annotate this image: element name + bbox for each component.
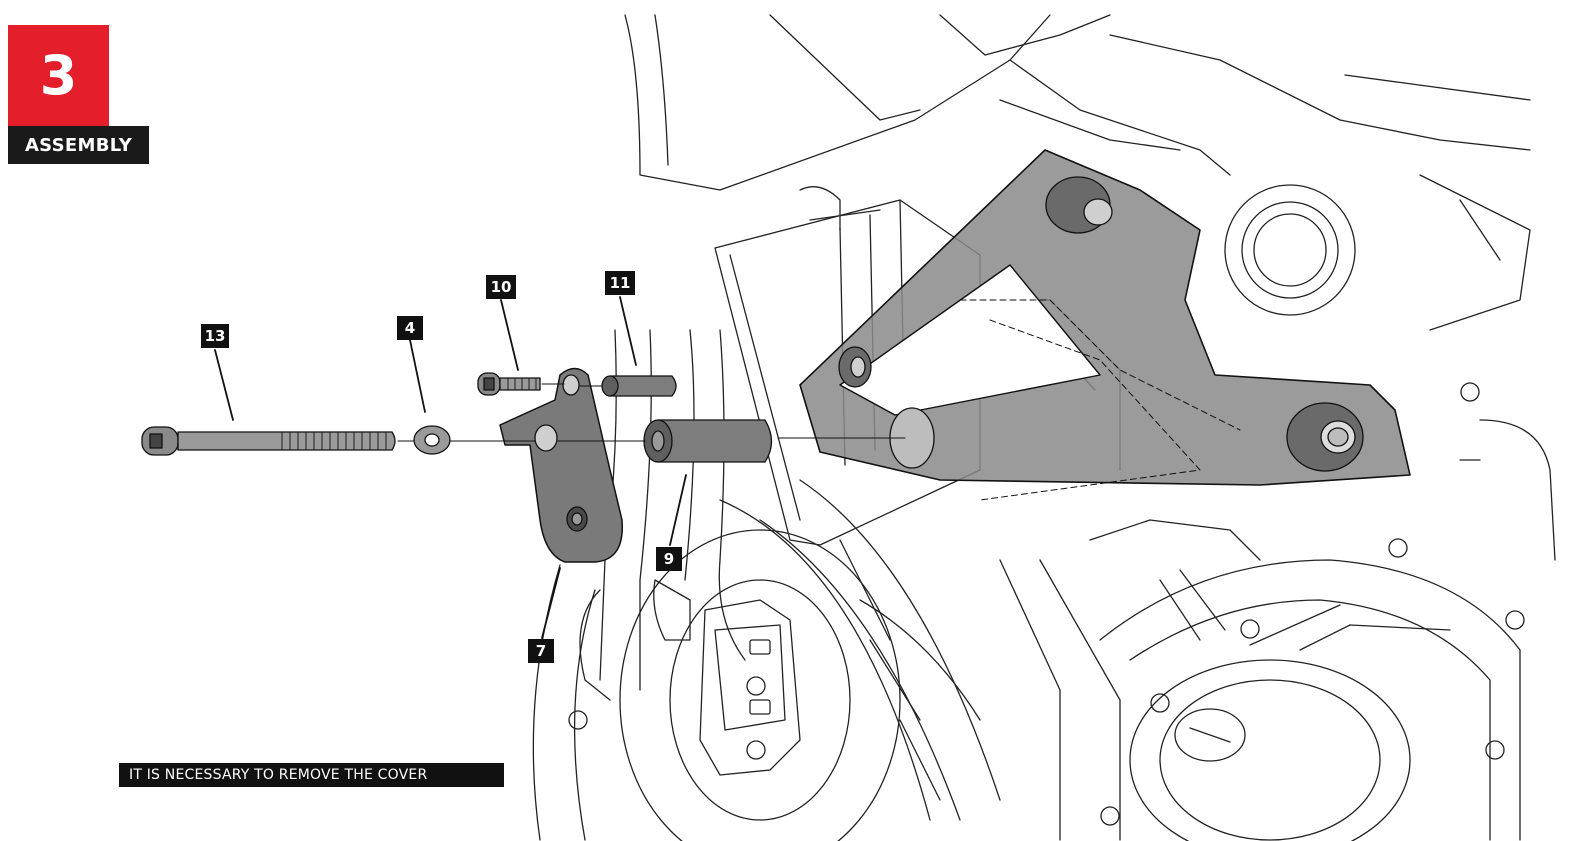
callout-13: 13	[201, 324, 229, 348]
bolt-13	[141, 426, 396, 456]
callout-9: 9	[656, 547, 682, 571]
callout-4: 4	[397, 316, 423, 340]
spacer-9	[643, 419, 773, 463]
leader-lines	[214, 296, 687, 639]
bolt-10	[477, 372, 541, 396]
callout-7: 7	[528, 639, 554, 663]
step-title: ASSEMBLY	[8, 126, 149, 164]
callout-10: 10	[486, 275, 516, 299]
callout-11: 11	[605, 271, 635, 295]
frame-bracket	[799, 149, 1411, 501]
washer-4	[413, 425, 451, 455]
adapter-plate-7	[499, 367, 623, 563]
step-number-badge: 3	[8, 25, 109, 126]
axis-lines	[397, 383, 906, 442]
instruction-note: IT IS NECESSARY TO REMOVE THE COVER	[119, 763, 504, 787]
spacer-11	[601, 375, 677, 397]
